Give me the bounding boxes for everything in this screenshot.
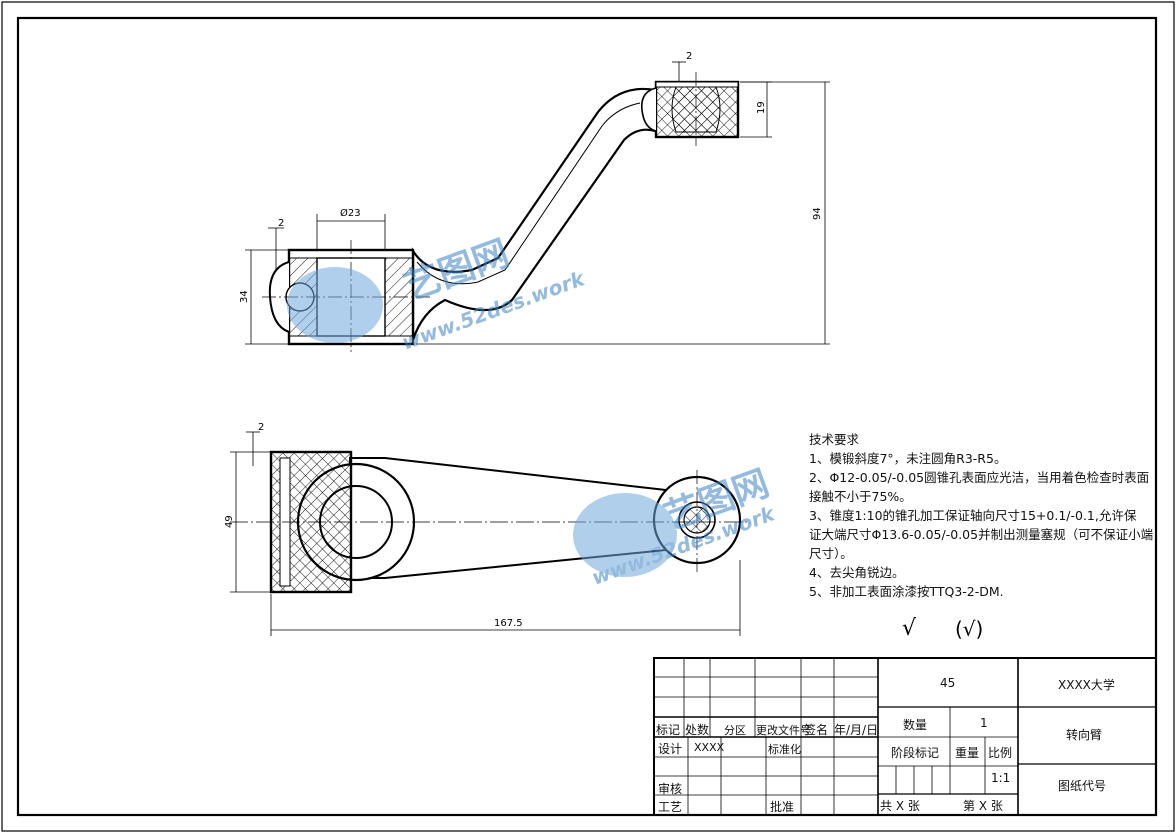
- sheet-number: 第 X 张: [963, 799, 1003, 813]
- weight-label: 重量: [955, 746, 980, 760]
- stage-label: 阶段标记: [891, 746, 940, 760]
- note-line: 4、去尖角锐边。: [809, 565, 905, 580]
- part-name: 转向臂: [1066, 728, 1103, 742]
- review-label: 审核: [658, 782, 683, 796]
- material-value: 45: [940, 676, 956, 690]
- dim-overall-length: 167.5: [494, 618, 523, 629]
- school-name: XXXX大学: [1058, 678, 1115, 692]
- rev-count-label: 处数: [685, 723, 710, 737]
- rev-zone-label: 分区: [724, 724, 746, 737]
- note-line: 尺寸）。: [809, 546, 853, 561]
- note-line: 2、Φ12-0.05/-0.05圆锥孔表面应光洁，当用着色检查时表面: [809, 470, 1150, 485]
- front-dimensions: [245, 61, 830, 345]
- quantity-label: 数量: [903, 718, 928, 732]
- note-line: 3、锥度1:10的锥孔加工保证轴向尺寸15+0.1/-0.1,允许保: [809, 508, 1137, 523]
- dim-top-gap: 2: [686, 51, 692, 62]
- title-block: [653, 657, 1157, 816]
- scale-label: 比例: [988, 746, 1013, 760]
- process-label: 工艺: [658, 800, 683, 814]
- rev-mark-label: 标记: [656, 723, 681, 737]
- quantity-value: 1: [980, 716, 988, 730]
- approve-label: 批准: [770, 800, 795, 814]
- dim-bore-dia: Ø23: [340, 207, 361, 219]
- note-line: 接触不小于75%。: [809, 489, 912, 504]
- total-sheets: 共 X 张: [880, 799, 920, 813]
- note-line: 5、非加工表面涂漆按TTQ3-2-DM.: [809, 584, 1004, 599]
- arm-outline: [411, 87, 657, 341]
- note-line: 证大端尺寸Φ13.6-0.05/-0.05并制出测量塞规（可不保证小端: [809, 527, 1154, 542]
- roughness-rest: (√): [955, 617, 983, 641]
- dim-overall-height: 94: [812, 207, 823, 220]
- design-label: 设计: [658, 742, 683, 756]
- rev-sign-label: 签名: [804, 723, 829, 737]
- inner-border: [16, 16, 1158, 817]
- roughness-symbol: √: [902, 616, 917, 641]
- arm-inner-line: [416, 102, 641, 285]
- dim-top-height: 19: [756, 101, 767, 114]
- standard-label: 标准化: [768, 743, 801, 756]
- rev-doc-label: 更改文件号: [756, 724, 811, 737]
- scale-value: 1:1: [991, 771, 1011, 785]
- note-line: 1、模锻斜度7°，未注圆角R3-R5。: [809, 451, 1007, 466]
- rev-date-label: 年/月/日: [834, 723, 879, 737]
- dim-left-gap: 2: [278, 218, 284, 229]
- plan-dimensions: [230, 431, 741, 636]
- notes-title: 技术要求: [809, 432, 860, 447]
- dim-plan-gap: 2: [258, 422, 264, 433]
- technical-requirements: 技术要求 1、模锻斜度7°，未注圆角R3-R5。 2、Φ12-0.05/-0.0…: [809, 430, 1154, 601]
- designer-name: XXXX: [694, 741, 725, 754]
- dim-left-height: 34: [239, 290, 250, 303]
- dim-plan-height: 49: [224, 515, 235, 528]
- drawing-no-label: 图纸代号: [1058, 779, 1107, 793]
